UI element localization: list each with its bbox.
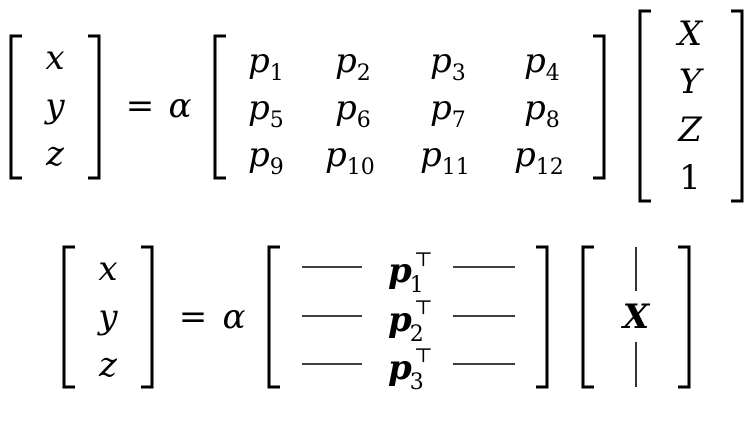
matrix-entry: p9 (248, 135, 284, 180)
matrix-entry: p4 (524, 41, 560, 86)
lhs-entry: y (43, 86, 65, 126)
alpha-symbol: α (223, 297, 246, 337)
left-bracket (581, 245, 594, 389)
rhs-entry: Y (679, 62, 705, 102)
right-bracket (88, 34, 101, 180)
right-bracket (678, 245, 691, 389)
right-bracket (731, 9, 744, 203)
left-bracket (267, 245, 280, 389)
row-vector: p2 (388, 300, 424, 347)
matrix-entry: p12 (514, 135, 564, 180)
matrix-p: p1 p2 p3 p4 p5 p6 p7 p8 p9 p10 p11 p12 (248, 41, 564, 180)
left-bracket (213, 34, 226, 180)
rhs-entry: X (675, 14, 704, 54)
column-vector-x: X (621, 297, 651, 337)
matrix-entry: p10 (325, 135, 375, 180)
rhs-entry: 1 (679, 158, 701, 198)
lhs-entry: y (96, 297, 118, 337)
equals-sign: = (126, 86, 155, 126)
row-vector: p3 (388, 348, 424, 395)
matrix-entry: p2 (335, 41, 371, 86)
left-bracket (638, 9, 651, 203)
equals-sign: = (179, 297, 208, 337)
lhs-entry: x (45, 38, 64, 78)
right-bracket (141, 245, 154, 389)
transpose-mark: ⊤ (414, 295, 433, 319)
matrix-entry: p3 (430, 41, 466, 86)
transpose-mark: ⊤ (414, 343, 433, 367)
rhs-entry: Z (677, 110, 703, 150)
matrix-entry: p5 (248, 88, 284, 133)
matrix-entry: p7 (430, 88, 466, 133)
lhs-entry: z (45, 134, 65, 174)
equation-1: x y z = α p1 p2 p3 p4 p5 p6 p7 p8 p9 p10… (9, 9, 744, 203)
left-bracket (9, 34, 22, 180)
matrix-entry: p11 (420, 135, 470, 180)
lhs-entry: x (98, 249, 117, 289)
equation-2: x y z = α p1 ⊤ p2 ⊤ p3 ⊤ X (62, 245, 691, 395)
right-bracket (593, 34, 606, 180)
row-vector: p1 (388, 251, 424, 298)
transpose-mark: ⊤ (414, 247, 433, 271)
lhs-entry: z (98, 345, 118, 385)
right-bracket (536, 245, 549, 389)
matrix-entry: p6 (335, 88, 371, 133)
matrix-entry: p1 (248, 41, 284, 86)
row-vector-matrix: p1 ⊤ p2 ⊤ p3 ⊤ (302, 247, 515, 395)
left-bracket (62, 245, 75, 389)
alpha-symbol: α (169, 86, 192, 126)
matrix-entry: p8 (524, 88, 560, 133)
